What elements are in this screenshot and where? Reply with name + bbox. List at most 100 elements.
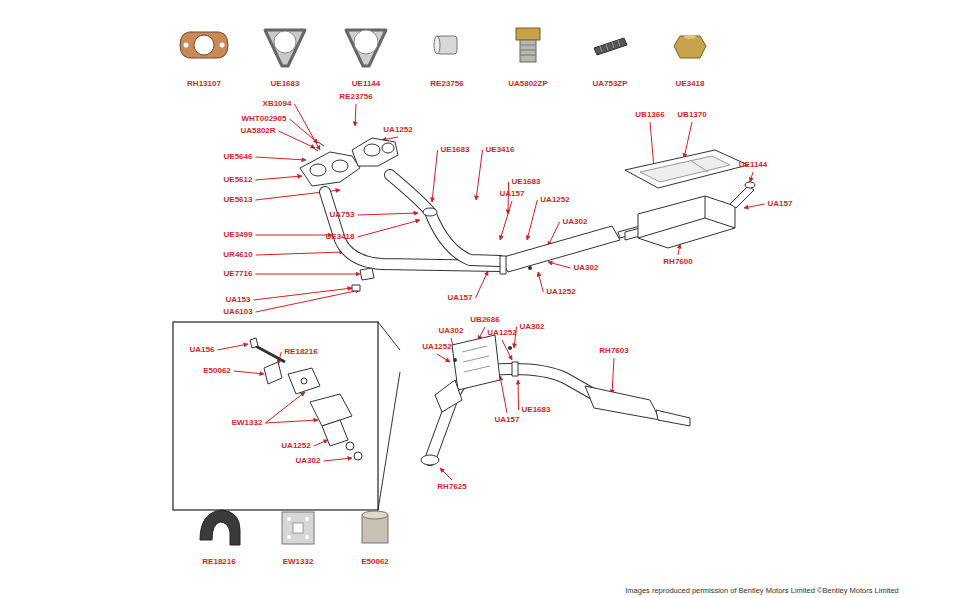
middle-silencer — [500, 226, 642, 274]
leader-line — [432, 150, 438, 202]
hex-nut-icon — [674, 35, 706, 58]
part-number: E50062 — [361, 558, 389, 566]
leader-line — [548, 262, 571, 268]
leader-line — [437, 354, 450, 362]
leader-line — [382, 137, 398, 140]
part-number: UA1252 — [546, 288, 575, 296]
part-number: UE3499 — [224, 231, 253, 239]
leader-line — [255, 274, 360, 275]
part-number: XB1094 — [263, 100, 292, 108]
bush-icon — [362, 511, 388, 543]
part-number: UA302 — [439, 327, 464, 335]
leader-line — [253, 288, 352, 300]
leader-line — [750, 172, 753, 182]
leader-line — [475, 271, 488, 298]
leader-line — [538, 272, 543, 292]
leader-line — [314, 440, 328, 446]
front-pipe — [325, 175, 500, 291]
part-number: UA157 — [500, 190, 525, 198]
part-number: UA753 — [330, 211, 355, 219]
part-number: UA157 — [495, 416, 520, 424]
leader-line — [508, 182, 510, 214]
leader-line — [500, 376, 507, 413]
gasket-icon — [180, 32, 228, 58]
part-number: UA1252 — [540, 196, 569, 204]
part-number: RH7603 — [599, 347, 628, 355]
leader-line — [744, 204, 765, 208]
part-number: E50062 — [203, 367, 231, 375]
leader-line — [255, 176, 302, 180]
part-number: RH7625 — [437, 483, 466, 491]
part-number: UE3418 — [326, 233, 355, 241]
part-number: UA1252 — [487, 329, 516, 337]
leader-line — [476, 150, 483, 200]
part-number: UA157 — [448, 294, 473, 302]
part-number: RE18216 — [284, 348, 317, 356]
part-number: UE5612 — [224, 176, 253, 184]
part-number: UA1252 — [422, 343, 451, 351]
leader-line — [265, 420, 318, 423]
part-number: UA302 — [520, 323, 545, 331]
part-number: EW1332 — [232, 419, 263, 427]
part-number: UA5802ZP — [508, 80, 548, 88]
leader-line — [527, 200, 537, 240]
rear-silencer — [625, 182, 755, 248]
part-number: EW1332 — [283, 558, 314, 566]
part-number: UA302 — [563, 218, 588, 226]
detail-inset — [173, 322, 400, 510]
heat-shield — [625, 150, 748, 188]
stud-icon — [594, 38, 627, 55]
gasket-icon — [346, 30, 386, 66]
copyright-caption: Images reproduced permission of Bentley … — [625, 587, 899, 595]
nut-icon — [434, 36, 457, 54]
part-number: UA302 — [296, 457, 321, 465]
part-number: UA302 — [574, 264, 599, 272]
leader-line — [255, 157, 306, 160]
leader-line — [289, 119, 318, 143]
part-number: UB2686 — [470, 316, 499, 324]
leader-line — [357, 220, 420, 237]
leader-line — [612, 358, 614, 394]
leader-line — [684, 122, 692, 158]
part-number: UE5613 — [224, 196, 253, 204]
part-number: UE1683 — [512, 178, 541, 186]
leader-line — [323, 458, 352, 461]
leader-line — [678, 244, 680, 255]
leader-line — [265, 392, 305, 423]
part-number: UE3416 — [486, 146, 515, 154]
leader-line — [440, 468, 452, 480]
part-number: UA1252 — [281, 442, 310, 450]
part-number: UE3418 — [676, 80, 705, 88]
leader-line — [357, 213, 418, 215]
part-number: RE23756 — [339, 93, 372, 101]
plate-icon — [282, 512, 314, 544]
part-number: UA6103 — [223, 308, 252, 316]
part-number: UE1683 — [441, 146, 470, 154]
part-number: UB1370 — [677, 111, 706, 119]
part-number: RH13107 — [187, 80, 221, 88]
leader-line — [650, 122, 654, 168]
part-number: WHT002905 — [242, 115, 287, 123]
leader-line — [256, 290, 360, 312]
leader-line — [256, 252, 344, 255]
part-number: UB1366 — [635, 111, 664, 119]
leader-line — [355, 104, 356, 126]
exhaust-manifold — [300, 138, 398, 186]
part-number: RH7600 — [663, 258, 692, 266]
part-number: UA5802R — [240, 127, 275, 135]
rubber-mount-icon — [200, 510, 240, 545]
leader-line — [279, 131, 315, 148]
part-number: UE7716 — [224, 270, 253, 278]
leader-line — [217, 344, 248, 350]
part-number: UA153 — [226, 296, 251, 304]
leader-line — [500, 201, 512, 240]
part-number: UE1683 — [522, 406, 551, 414]
part-number: UE1683 — [271, 80, 300, 88]
leader-line — [255, 235, 332, 236]
part-number: UE1144 — [739, 161, 767, 169]
leader-line — [518, 380, 520, 410]
part-number: UA157 — [768, 200, 793, 208]
